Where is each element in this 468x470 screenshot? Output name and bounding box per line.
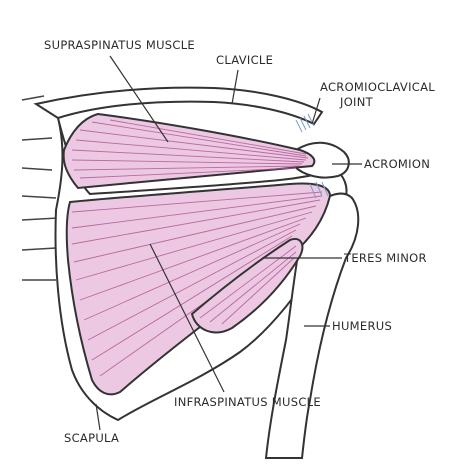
label-supraspinatus-muscle: SUPRASPINATUS MUSCLE bbox=[44, 38, 195, 52]
supraspinatus-muscle bbox=[62, 112, 316, 190]
clavicle-bone bbox=[33, 86, 324, 126]
label-infraspinatus-muscle: INFRASPINATUS MUSCLE bbox=[174, 395, 321, 409]
tendon-hatching bbox=[295, 113, 329, 199]
label-acromion: ACROMION bbox=[364, 157, 430, 171]
label-scapula: SCAPULA bbox=[64, 431, 119, 445]
acromion-bone bbox=[292, 141, 350, 179]
teres-minor-muscle bbox=[190, 238, 304, 334]
infraspinatus-muscle bbox=[65, 182, 332, 396]
leader-lines bbox=[95, 55, 362, 431]
label-humerus: HUMERUS bbox=[332, 319, 392, 333]
label-clavicle: CLAVICLE bbox=[216, 53, 273, 67]
rib-lines bbox=[21, 95, 59, 281]
label-acromioclavicular-joint-line1: ACROMIOCLAVICAL bbox=[320, 80, 435, 94]
label-teres-minor: TERES MINOR bbox=[343, 251, 427, 265]
label-acromioclavicular-joint-line2: JOINT bbox=[339, 95, 374, 109]
